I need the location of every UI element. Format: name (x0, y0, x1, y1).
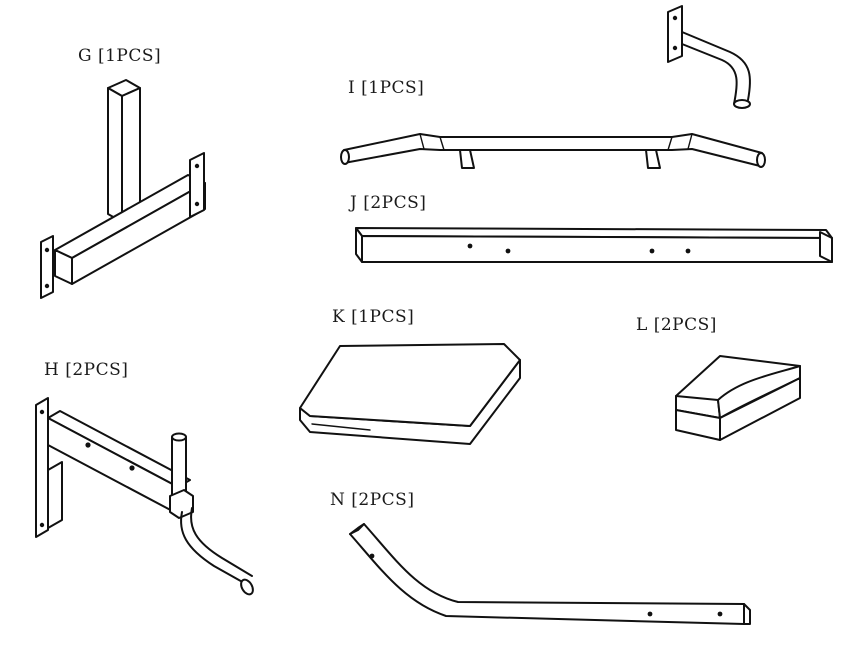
part-i-label: I [1PCS] (348, 78, 425, 98)
part-n-drawing (349, 523, 751, 625)
part-l-drawing (675, 355, 801, 441)
small-bent-bar-drawing (667, 5, 751, 109)
part-n-label: N [2PCS] (330, 490, 415, 510)
part-i-drawing (340, 133, 766, 169)
part-g-label: G [1PCS] (78, 46, 162, 66)
part-l-label: L [2PCS] (636, 315, 717, 335)
part-j-drawing (355, 227, 833, 263)
part-h-label: H [2PCS] (44, 360, 129, 380)
part-h-drawing (35, 397, 254, 596)
part-j-label: J [2PCS] (350, 193, 427, 213)
part-g-drawing (40, 79, 206, 299)
part-k-label: K [1PCS] (332, 307, 415, 327)
part-k-drawing (299, 343, 521, 445)
